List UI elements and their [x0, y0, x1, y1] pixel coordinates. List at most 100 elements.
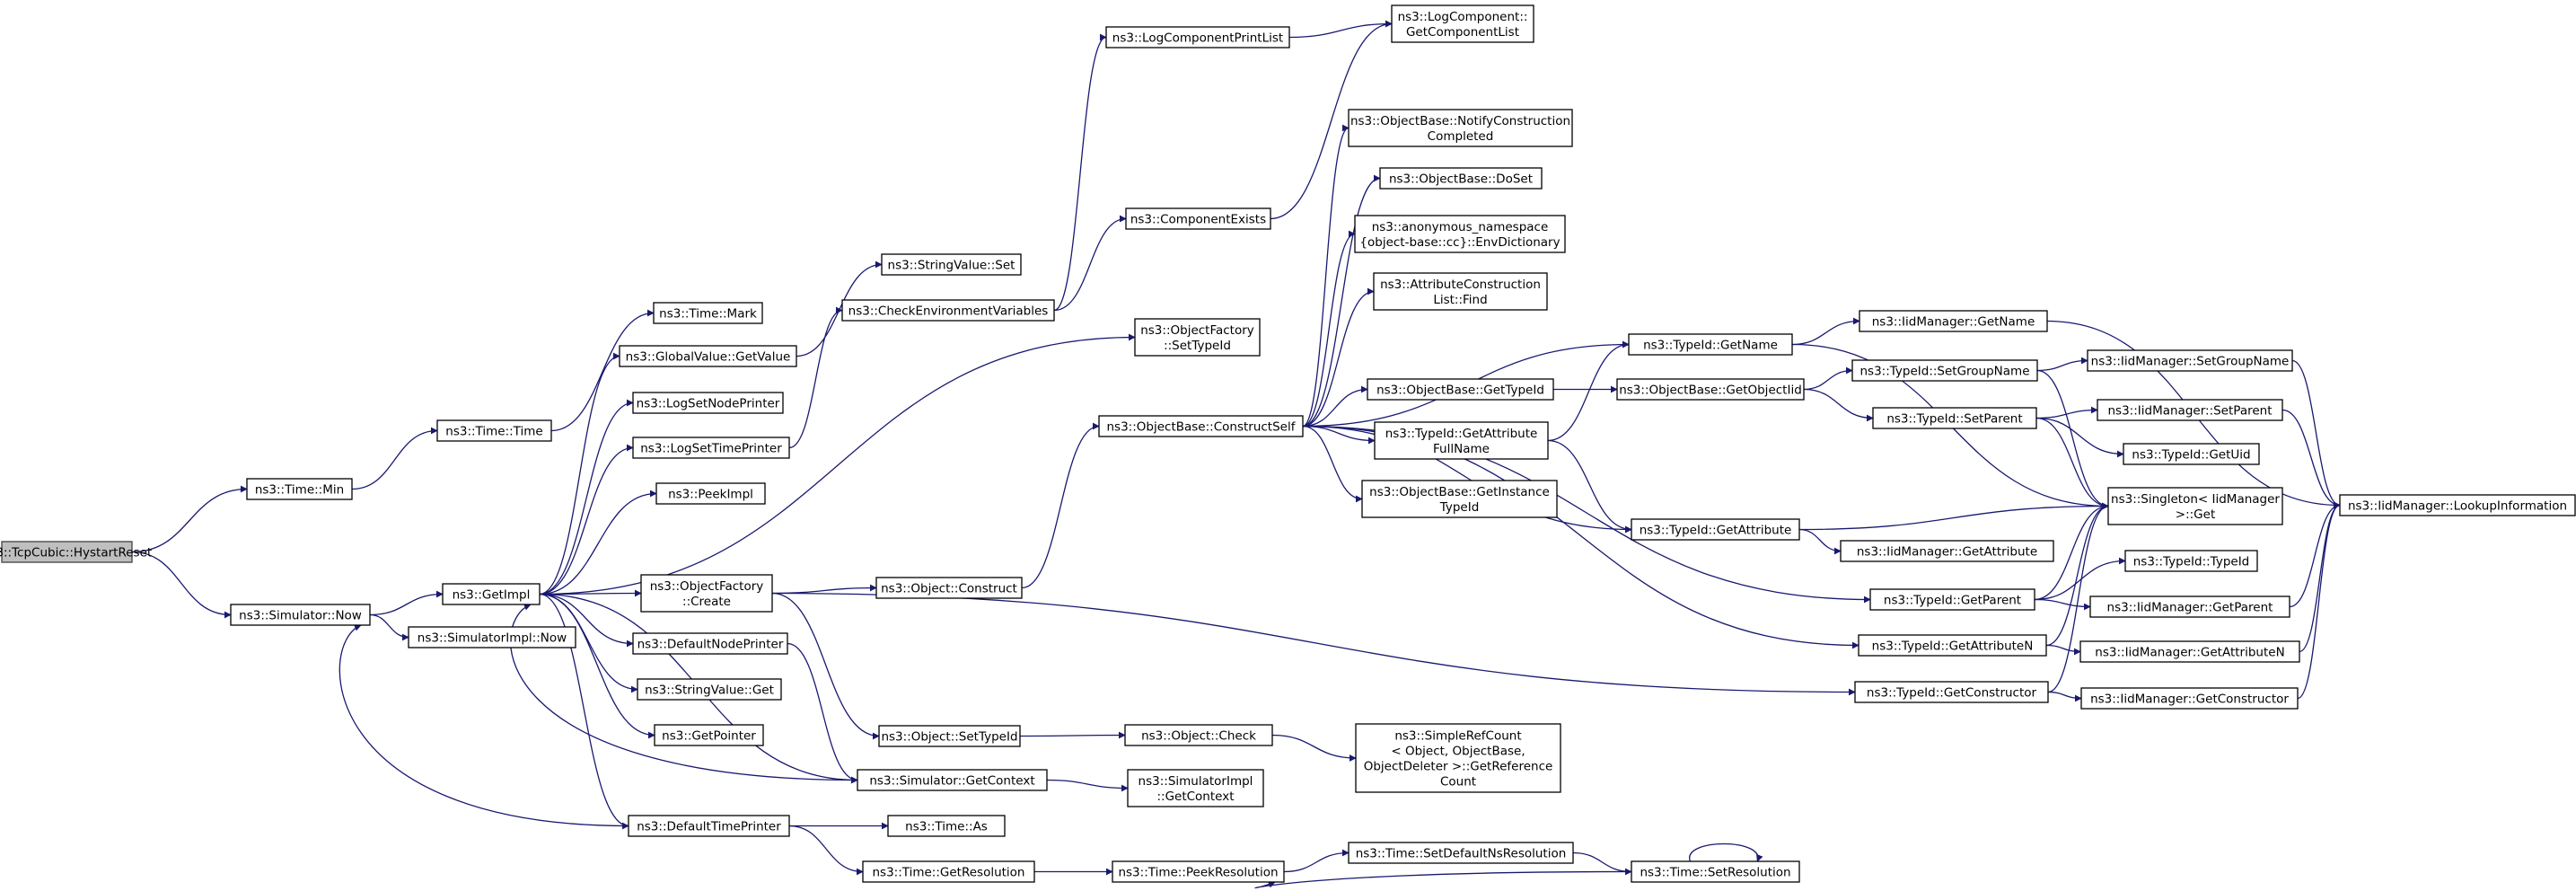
node-ns3-logcomponentprintlist[interactable]: ns3::LogComponentPrintList [1105, 26, 1290, 49]
node-box [1869, 588, 2035, 611]
node-ns3-time-peekresolution[interactable]: ns3::Time::PeekResolution [1112, 860, 1285, 883]
node-ns3-simulatorimpl-getcontext[interactable]: ns3::SimulatorImpl::GetContext [1127, 769, 1264, 807]
edge-line [2034, 557, 2126, 601]
node-ns3-singleton-iidmanager-get[interactable]: ns3::Singleton< IidManager>::Get [2107, 487, 2283, 525]
node-ns3-objectbase-gettypeid[interactable]: ns3::ObjectBase::GetTypeId [1367, 378, 1554, 401]
node-box [1134, 318, 1261, 357]
node-ns3-object-construct[interactable]: ns3::Object::Construct [875, 577, 1023, 599]
node-label: ns3::StringValue::Get [645, 684, 774, 698]
node-ns3-typeid-typeid[interactable]: ns3::TypeId::TypeId [2124, 550, 2258, 572]
edge-line [539, 593, 634, 648]
node-label: Completed [1428, 129, 1494, 144]
edge-gimpl-to-gptr [539, 593, 655, 739]
node-ns3-typeid-getparent[interactable]: ns3::TypeId::GetParent [1869, 588, 2035, 611]
edge-tidgetp-to-singleton [2034, 502, 2109, 601]
edge-tidgetp-to-tidtid [2034, 557, 2126, 601]
node-ns3-componentexists[interactable]: ns3::ComponentExists [1125, 207, 1271, 230]
node-ns3-time-getresolution[interactable]: ns3::Time::GetResolution [862, 860, 1035, 883]
node-ns3-objectbase-getobjectiid[interactable]: ns3::ObjectBase::GetObjectIid [1616, 378, 1805, 401]
node-ns3-object-check[interactable]: ns3::Object::Check [1124, 724, 1273, 746]
node-ns3-logsetnodeprinter[interactable]: ns3::LogSetNodePrinter [632, 392, 784, 414]
node-ns3-iidmanager-getparent[interactable]: ns3::IidManager::GetParent [2089, 595, 2290, 618]
node-ns3-defaulttimeprinter[interactable]: ns3::DefaultTimePrinter [628, 815, 790, 837]
node-box [628, 815, 790, 837]
edge-line [351, 427, 438, 490]
node-ns3-stringvalue-get[interactable]: ns3::StringValue::Get [637, 678, 782, 701]
node-ns3-typeid-getconstructor[interactable]: ns3::TypeId::GetConstructor [1854, 681, 2049, 703]
node-ns3-typeid-setparent[interactable]: ns3::TypeId::SetParent [1872, 407, 2037, 429]
node-label: < Object, ObjectBase, [1391, 745, 1525, 759]
node-ns3-stringvalue-set[interactable]: ns3::StringValue::Set [881, 253, 1022, 276]
node-ns3-peekimpl[interactable]: ns3::PeekImpl [655, 482, 766, 505]
edge-tsetres-to-tpeekres [1254, 870, 1632, 889]
node-ns3-checkenvironmentvariables[interactable]: ns3::CheckEnvironmentVariables [841, 299, 1055, 322]
node-ns3-getimpl[interactable]: ns3::GetImpl [442, 583, 541, 605]
node-ns3-time-setdefaultnsresolution[interactable]: ns3::Time::SetDefaultNsResolution [1348, 842, 1574, 864]
node-ns3-typeid-getattributen[interactable]: ns3::TypeId::GetAttributeN [1858, 634, 2047, 657]
edge-line [788, 825, 864, 876]
node-label: ns3::SimulatorImpl [1139, 774, 1253, 789]
node-label: ns3::ObjectBase::ConstructSelf [1107, 420, 1297, 435]
node-ns3-time-time[interactable]: ns3::Time::Time [436, 419, 552, 442]
node-ns3-logsettimeprinter[interactable]: ns3::LogSetTimePrinter [632, 437, 790, 459]
node-ns3-typeid-getname[interactable]: ns3::TypeId::GetName [1628, 333, 1793, 356]
edge-imgetp-to-imli [2289, 501, 2341, 608]
node-ns3-defaultnodeprinter[interactable]: ns3::DefaultNodePrinter [632, 632, 788, 655]
node-ns3-time-as[interactable]: ns3::Time::As [887, 815, 1006, 837]
node-ns3-simulator-getcontext[interactable]: ns3::Simulator::GetContext [857, 769, 1048, 791]
node-box [442, 583, 541, 605]
node-ns3-getpointer[interactable]: ns3::GetPointer [654, 724, 764, 746]
node-ns3-iidmanager-getattributen[interactable]: ns3::IidManager::GetAttributeN [2079, 640, 2300, 663]
node-ns3-typeid-getuid[interactable]: ns3::TypeId::GetUid [2123, 443, 2260, 465]
edge-line [2034, 598, 2091, 611]
node-ns3-objectbase-doset[interactable]: ns3::ObjectBase::DoSet [1379, 167, 1543, 190]
node-box [857, 769, 1048, 791]
node-ns3-time-setresolution[interactable]: ns3::Time::SetResolution [1631, 860, 1800, 883]
node-ns3-typeid-setgroupname[interactable]: ns3::TypeId::SetGroupName [1851, 359, 2038, 382]
edge-line [1302, 124, 1350, 428]
node-ns3-anonymous-namespace-object-base-cc-envdictionary[interactable]: ns3::anonymous_namespace{object-base::cc… [1354, 215, 1566, 253]
node-box [637, 678, 782, 701]
node-box [1858, 634, 2047, 657]
node-label: ns3::ComponentExists [1130, 213, 1266, 227]
node-box [1373, 272, 1548, 311]
node-label: ns3::anonymous_namespace [1372, 220, 1549, 234]
node-ns3-objectfactory-settypeid[interactable]: ns3::ObjectFactory::SetTypeId [1134, 318, 1261, 357]
node-label: ns3::LogComponent:: [1398, 10, 1528, 24]
node-label: ns3::Object::Construct [881, 582, 1017, 596]
node-label: ns3::TcpCubic::HystartReset [0, 546, 152, 560]
node-ns3-iidmanager-getconstructor[interactable]: ns3::IidManager::GetConstructor [2080, 687, 2299, 710]
node-ns3-logcomponent-getcomponentlist[interactable]: ns3::LogComponent::GetComponentList [1391, 4, 1534, 43]
node-ns3-simulatorimpl-now[interactable]: ns3::SimulatorImpl::Now [408, 626, 576, 648]
node-label: ns3::GlobalValue::GetValue [626, 350, 791, 365]
node-box [2079, 640, 2300, 663]
node-ns3-time-mark[interactable]: ns3::Time::Mark [653, 302, 763, 324]
node-ns3-iidmanager-getname[interactable]: ns3::IidManager::GetName [1859, 310, 2048, 332]
node-ns3-objectfactory-create[interactable]: ns3::ObjectFactory::Create [640, 574, 773, 613]
node-ns3-objectbase-notifyconstruction-completed[interactable]: ns3::ObjectBase::NotifyConstructionCompl… [1348, 109, 1573, 147]
edge-line [1302, 287, 1375, 428]
node-ns3-time-min[interactable]: ns3::Time::Min [246, 478, 353, 500]
node-ns3-globalvalue-getvalue[interactable]: ns3::GlobalValue::GetValue [619, 345, 797, 367]
node-label: ns3::ObjectBase::GetObjectIid [1619, 384, 1802, 398]
edge-tidsetp-to-imsetp [2035, 406, 2098, 419]
node-box [1391, 4, 1534, 43]
node-label: ::Create [682, 595, 731, 609]
node-ns3-object-settypeid[interactable]: ns3::Object::SetTypeId [878, 725, 1021, 747]
node-ns3-objectbase-constructself[interactable]: ns3::ObjectBase::ConstructSelf [1098, 415, 1304, 437]
node-ns3-typeid-getattribute[interactable]: ns3::TypeId::GetAttribute [1631, 518, 1800, 541]
node-ns3-iidmanager-setgroupname[interactable]: ns3::IidManager::SetGroupName [2087, 349, 2293, 372]
node-box [1361, 480, 1558, 518]
node-ns3-tcpcubic-hystartreset[interactable]: ns3::TcpCubic::HystartReset [0, 541, 152, 563]
node-box [1872, 407, 2037, 429]
edge-line [2045, 502, 2109, 647]
node-ns3-simulator-now[interactable]: ns3::Simulator::Now [230, 604, 371, 626]
node-ns3-iidmanager-lookupinformation[interactable]: ns3::IidManager::LookupInformation [2339, 494, 2576, 516]
node-ns3-iidmanager-setparent[interactable]: ns3::IidManager::SetParent [2097, 399, 2283, 421]
node-ns3-simplerefcount-object-objectbase-objectdeleter-getreference-count[interactable]: ns3::SimpleRefCount< Object, ObjectBase,… [1355, 723, 1561, 793]
edge-obcs-to-obdoset [1302, 174, 1381, 428]
node-ns3-iidmanager-getattribute[interactable]: ns3::IidManager::GetAttribute [1840, 540, 2054, 562]
